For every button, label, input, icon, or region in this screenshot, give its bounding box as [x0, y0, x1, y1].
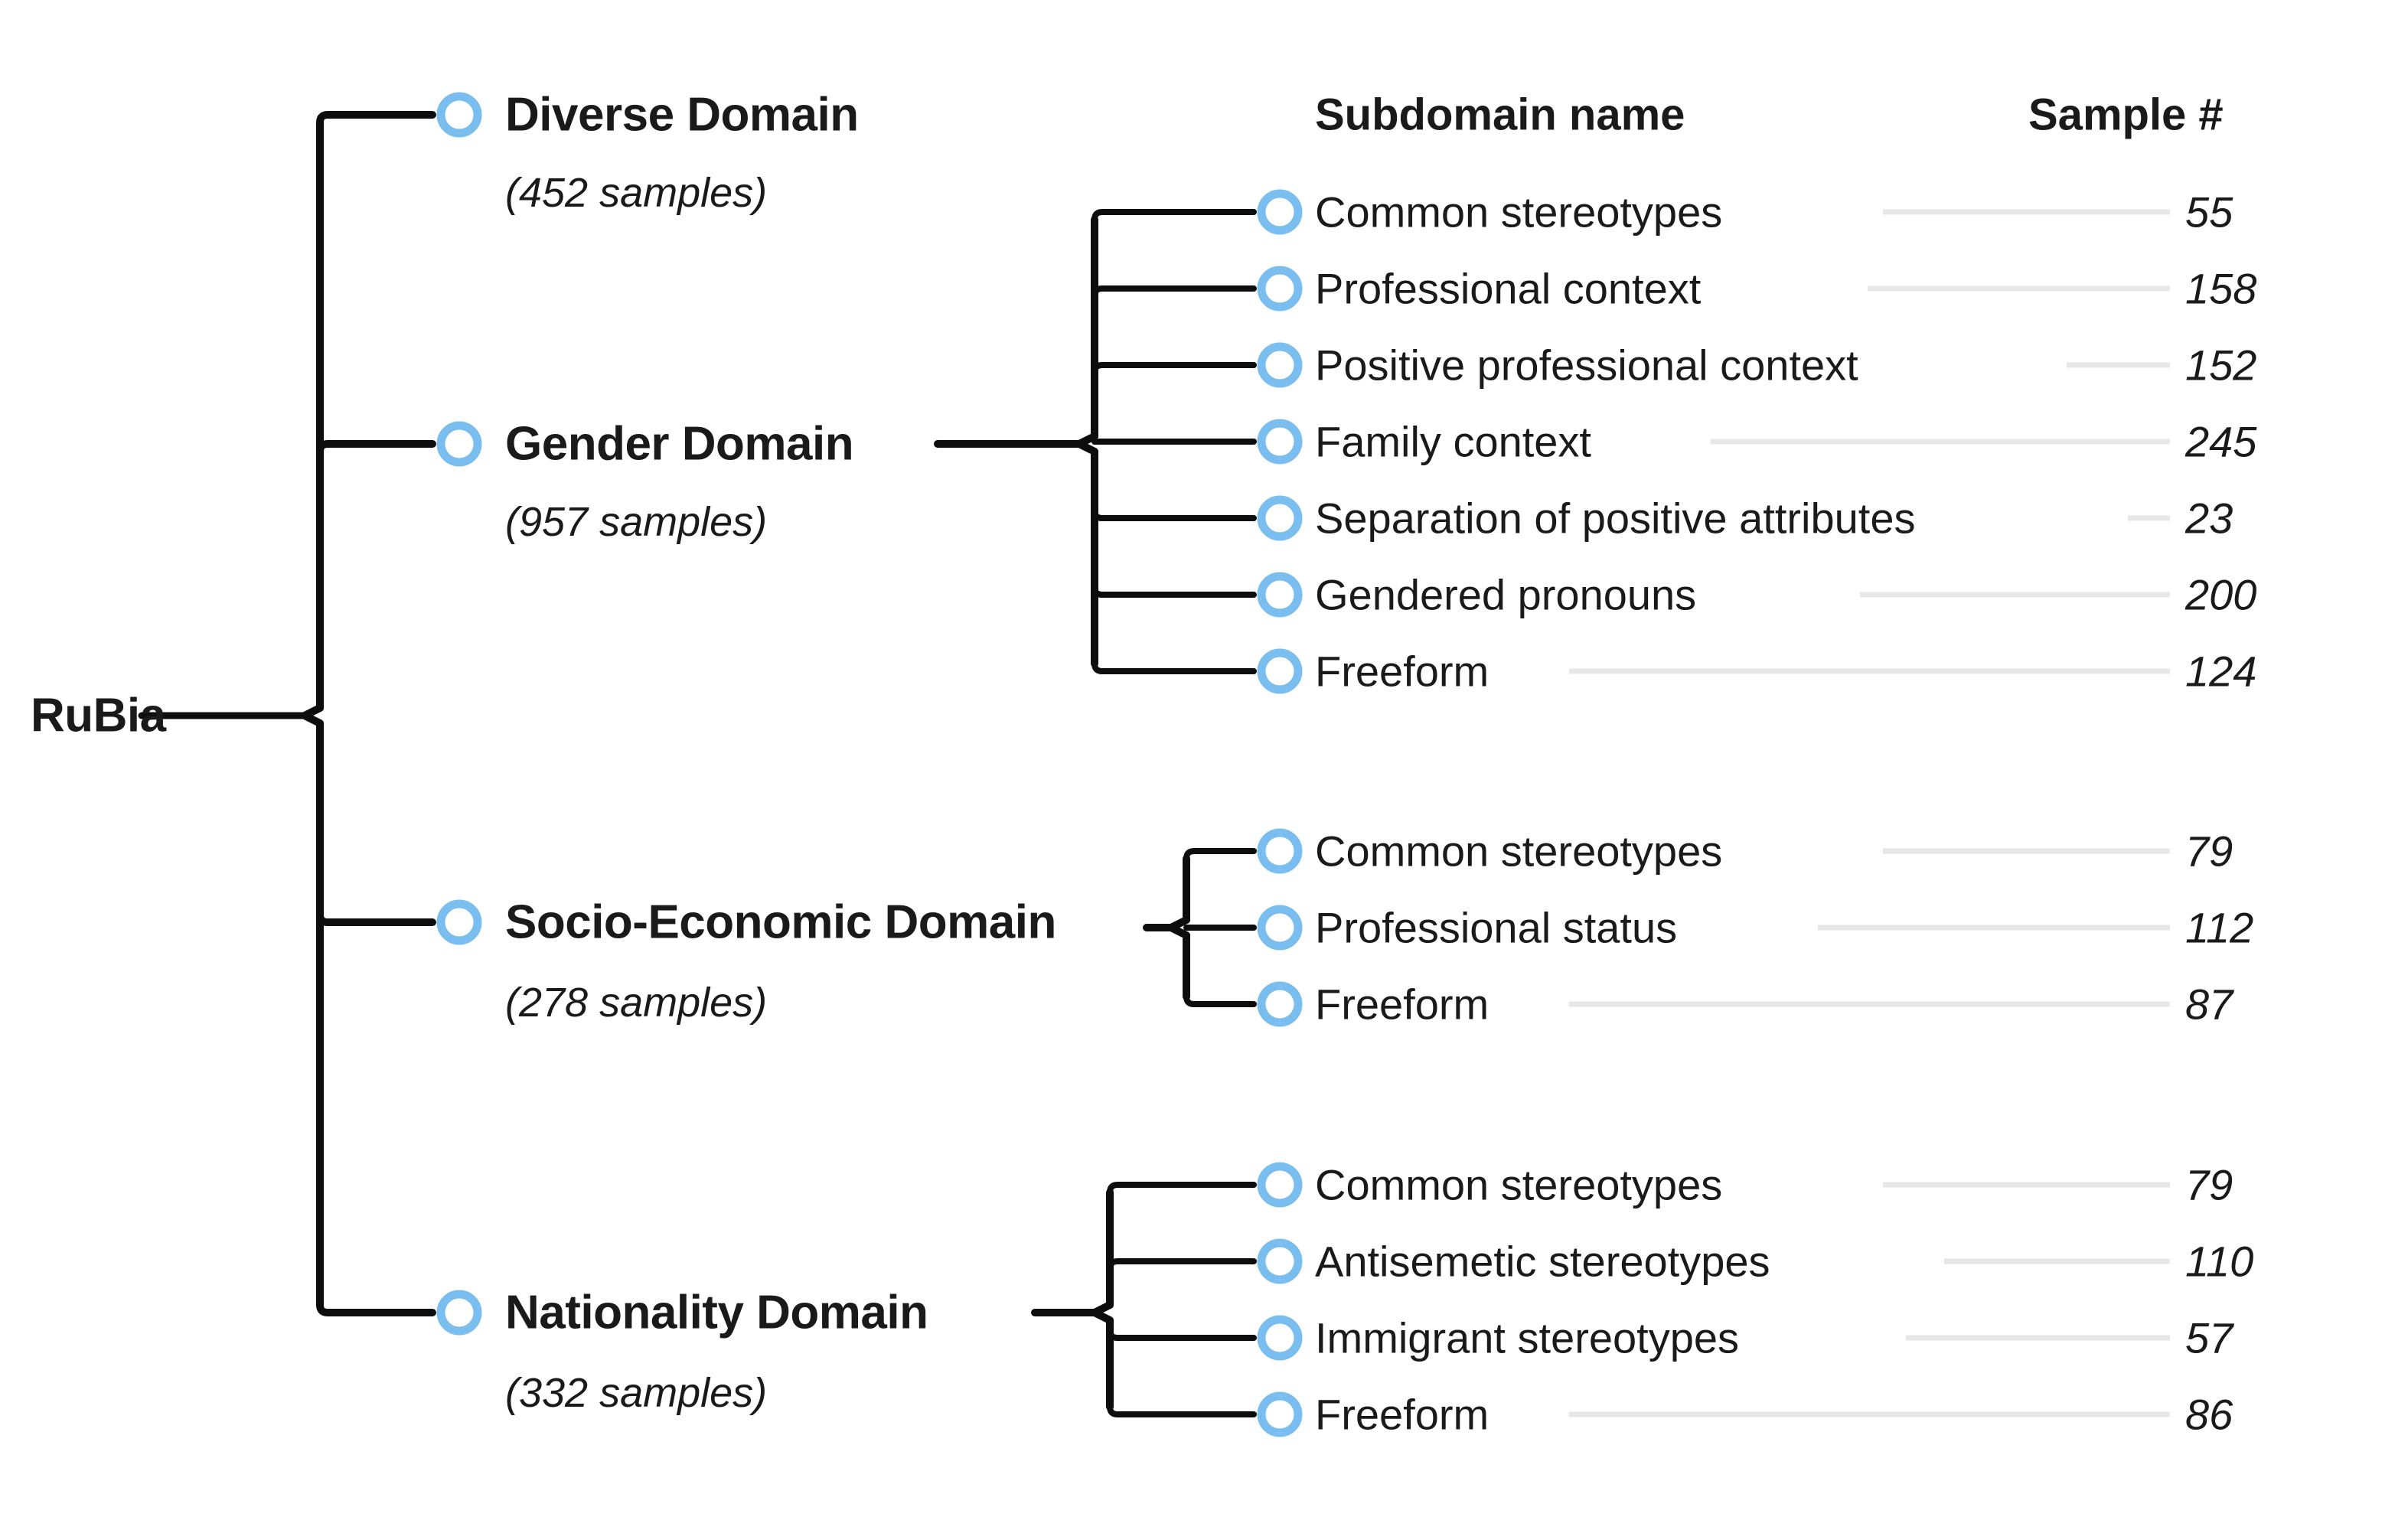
subdomain-count: 55 [2185, 188, 2233, 236]
node-ring-sub-n3 [1257, 1315, 1303, 1361]
subdomain-name[interactable]: Common stereotypes [1315, 188, 1723, 236]
subdomain-name[interactable]: Professional context [1315, 264, 1702, 313]
node-ring-sub-g2 [1257, 266, 1303, 312]
node-ring-sub-n2 [1257, 1238, 1303, 1284]
subdomain-name[interactable]: Freeform [1315, 1390, 1490, 1439]
node-ring-sub-n4 [1257, 1391, 1303, 1437]
subdomain-name[interactable]: Positive professional context [1315, 341, 1858, 390]
root-label: RuBia [31, 689, 166, 742]
domain-title-diverse[interactable]: Diverse Domain [505, 88, 859, 142]
gender-b2 [1091, 285, 1257, 299]
domain-samples-gender: (957 samples) [505, 499, 768, 545]
leader-line [1818, 925, 2170, 931]
nationality-b4 [1107, 1404, 1257, 1417]
subdomain-count: 152 [2185, 341, 2257, 390]
trunk-branch-nationality [316, 1301, 436, 1316]
leader-line [1868, 285, 2170, 292]
subdomain-name[interactable]: Family context [1315, 417, 1591, 466]
leader-line [1883, 1182, 2170, 1188]
node-ring-nationality-domain [436, 1290, 482, 1336]
subdomain-name[interactable]: Immigrant stereotypes [1315, 1313, 1739, 1362]
subdomain-count: 112 [2185, 903, 2254, 952]
column-header-sample-count: Sample # [2028, 90, 2224, 140]
node-ring-diverse-domain [436, 92, 482, 138]
leader-line [1711, 439, 2170, 445]
socio-b3 [1183, 993, 1257, 1007]
node-ring-socio-economic-domain [436, 899, 482, 945]
subdomain-name[interactable]: Freeform [1315, 647, 1490, 696]
subdomain-name[interactable]: Common stereotypes [1315, 827, 1723, 876]
subdomain-count: 110 [2185, 1237, 2254, 1286]
leader-line [2128, 515, 2170, 521]
node-ring-gender-domain [436, 421, 482, 467]
subdomain-name[interactable]: Professional status [1315, 903, 1678, 952]
domain-title-nationality[interactable]: Nationality Domain [505, 1286, 928, 1339]
subdomain-name[interactable]: Freeform [1315, 980, 1490, 1029]
subdomain-count: 57 [2185, 1313, 2233, 1362]
gender-b7 [1091, 661, 1257, 674]
subdomain-name[interactable]: Gendered pronouns [1315, 570, 1697, 619]
gender-b3 [1091, 362, 1257, 376]
domain-title-gender[interactable]: Gender Domain [505, 417, 854, 471]
subdomain-count: 200 [2185, 570, 2257, 619]
nationality-b3 [1107, 1327, 1257, 1341]
leader-line [1883, 209, 2170, 215]
node-ring-sub-n1 [1257, 1162, 1303, 1208]
node-ring-sub-g4 [1257, 419, 1303, 465]
subdomain-count: 158 [2185, 264, 2257, 313]
node-ring-sub-s3 [1257, 981, 1303, 1027]
leader-line [1860, 592, 2170, 598]
gender-b5 [1091, 507, 1257, 521]
subdomain-name[interactable]: Common stereotypes [1315, 1160, 1723, 1209]
node-ring-sub-g1 [1257, 189, 1303, 235]
domain-title-socio-economic[interactable]: Socio-Economic Domain [505, 895, 1056, 949]
trunk-branch-gender [316, 440, 436, 455]
node-ring-sub-g7 [1257, 648, 1303, 694]
gender-b1 [1091, 209, 1257, 223]
subdomain-count: 79 [2185, 1160, 2233, 1209]
leader-line [1569, 1411, 2170, 1417]
nationality-b1 [1107, 1182, 1257, 1195]
domain-samples-diverse: (452 samples) [505, 170, 768, 216]
node-ring-sub-s2 [1257, 905, 1303, 951]
domain-samples-nationality: (332 samples) [505, 1370, 768, 1416]
node-ring-sub-g3 [1257, 342, 1303, 388]
domain-samples-socio-economic: (278 samples) [505, 980, 768, 1026]
subdomain-name[interactable]: Separation of positive attributes [1315, 494, 1916, 543]
leader-line [1944, 1258, 2170, 1264]
node-ring-sub-s1 [1257, 828, 1303, 874]
node-ring-sub-g5 [1257, 495, 1303, 541]
subdomain-count: 79 [2185, 827, 2233, 876]
leader-line [2067, 362, 2170, 368]
root-junction [301, 704, 324, 727]
trunk-branch-socio [316, 911, 436, 926]
leader-line [1883, 848, 2170, 854]
leader-line [1569, 1001, 2170, 1007]
leader-line [1569, 668, 2170, 674]
subdomain-count: 86 [2185, 1390, 2233, 1439]
node-ring-sub-g6 [1257, 572, 1303, 618]
subdomain-count: 245 [2185, 417, 2257, 466]
subdomain-count: 87 [2185, 980, 2233, 1029]
gender-b6 [1091, 584, 1257, 598]
subdomain-count: 23 [2185, 494, 2233, 543]
socio-b1 [1183, 848, 1257, 862]
nationality-b2 [1107, 1258, 1257, 1272]
column-header-subdomain-name: Subdomain name [1315, 90, 1685, 140]
subdomain-name[interactable]: Antisemetic stereotypes [1315, 1237, 1770, 1286]
leader-line [1906, 1335, 2170, 1341]
subdomain-count: 124 [2185, 647, 2257, 696]
